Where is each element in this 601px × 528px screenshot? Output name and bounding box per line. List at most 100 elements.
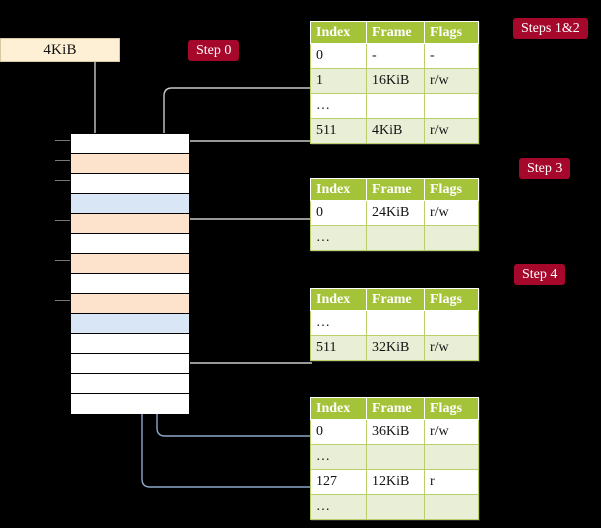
cell-index: 0	[310, 200, 367, 226]
cell-index: 511	[310, 335, 367, 361]
memory-frame-9	[71, 314, 189, 334]
cell-frame	[366, 93, 425, 119]
cell-index: 511	[310, 118, 367, 144]
memory-frame-4	[71, 214, 189, 234]
column-header-index: Index	[310, 21, 367, 44]
cell-index: …	[310, 93, 367, 119]
memory-frame-7	[71, 274, 189, 294]
memory-frame-1	[71, 154, 189, 174]
table-row: …	[310, 93, 479, 119]
cell-index: 1	[310, 68, 367, 94]
memory-frame-8	[71, 294, 189, 314]
memory-tick	[55, 180, 71, 181]
column-header-flags: Flags	[424, 397, 479, 420]
cell-flags: r/w	[424, 335, 479, 361]
cell-index: …	[310, 310, 367, 336]
wire-511-in	[174, 140, 312, 150]
badge-step-3-label: Step 3	[527, 160, 563, 176]
physical-memory-column	[70, 133, 190, 414]
cell-index: 127	[310, 469, 367, 495]
cell-flags: r	[424, 469, 479, 495]
badge-steps-1-2-label: Steps 1&2	[521, 20, 580, 36]
cell-frame: 32KiB	[366, 335, 425, 361]
cell-frame: -	[366, 43, 425, 69]
memory-frame-13	[71, 394, 189, 414]
column-header-frame: Frame	[366, 397, 425, 420]
column-header-flags: Flags	[424, 21, 479, 44]
wire-steps12-down	[163, 87, 312, 252]
cell-index: …	[310, 444, 367, 470]
badge-steps-1-2: Steps 1&2	[513, 18, 588, 39]
cell-index: …	[310, 225, 367, 251]
cell-index: 0	[310, 419, 367, 445]
memory-frame-3	[71, 194, 189, 214]
memory-frame-12	[71, 374, 189, 394]
table-row: …	[310, 494, 479, 520]
cell-flags: r/w	[424, 200, 479, 226]
cell-index: …	[310, 494, 367, 520]
cell-flags: r/w	[424, 68, 479, 94]
cell-flags: r/w	[424, 118, 479, 144]
cell-flags: r/w	[424, 419, 479, 445]
memory-tick	[55, 260, 71, 261]
table-row: …	[310, 310, 479, 336]
column-header-index: Index	[310, 288, 367, 311]
wire-36kib-up	[156, 328, 312, 437]
memory-frame-2	[71, 174, 189, 194]
column-header-index: Index	[310, 178, 367, 201]
column-header-flags: Flags	[424, 288, 479, 311]
table-row: …	[310, 444, 479, 470]
column-header-frame: Frame	[366, 178, 425, 201]
wire-step4-up	[176, 316, 312, 364]
wire-step3	[174, 218, 312, 262]
memory-frame-11	[71, 354, 189, 374]
memory-tick	[55, 300, 71, 301]
cell-frame: 24KiB	[366, 200, 425, 226]
memory-tick	[55, 220, 71, 221]
badge-step-4: Step 4	[514, 264, 566, 285]
cell-index: 0	[310, 43, 367, 69]
memory-tick	[55, 140, 71, 141]
cell-frame: 4KiB	[366, 118, 425, 144]
cell-frame	[366, 494, 425, 520]
cell-flags	[424, 310, 479, 336]
badge-step-3: Step 3	[519, 158, 571, 179]
virtual-page-label: 4KiB	[43, 41, 77, 58]
badge-step-0-label: Step 0	[196, 42, 232, 58]
cell-flags	[424, 93, 479, 119]
wire-12kib-up	[141, 208, 312, 488]
cell-frame: 16KiB	[366, 68, 425, 94]
cell-frame	[366, 310, 425, 336]
memory-frame-6	[71, 254, 189, 274]
column-header-index: Index	[310, 397, 367, 420]
memory-tick	[55, 160, 71, 161]
cell-flags	[424, 225, 479, 251]
virtual-page-box: 4KiB	[0, 38, 120, 62]
table-row: 0--	[310, 43, 479, 69]
cell-flags	[424, 444, 479, 470]
column-header-flags: Flags	[424, 178, 479, 201]
column-header-frame: Frame	[366, 288, 425, 311]
table-row: …	[310, 225, 479, 251]
badge-step-0: Step 0	[188, 40, 240, 61]
cell-frame	[366, 444, 425, 470]
cell-frame: 36KiB	[366, 419, 425, 445]
memory-frame-10	[71, 334, 189, 354]
cell-flags	[424, 494, 479, 520]
cell-frame: 12KiB	[366, 469, 425, 495]
column-header-frame: Frame	[366, 21, 425, 44]
